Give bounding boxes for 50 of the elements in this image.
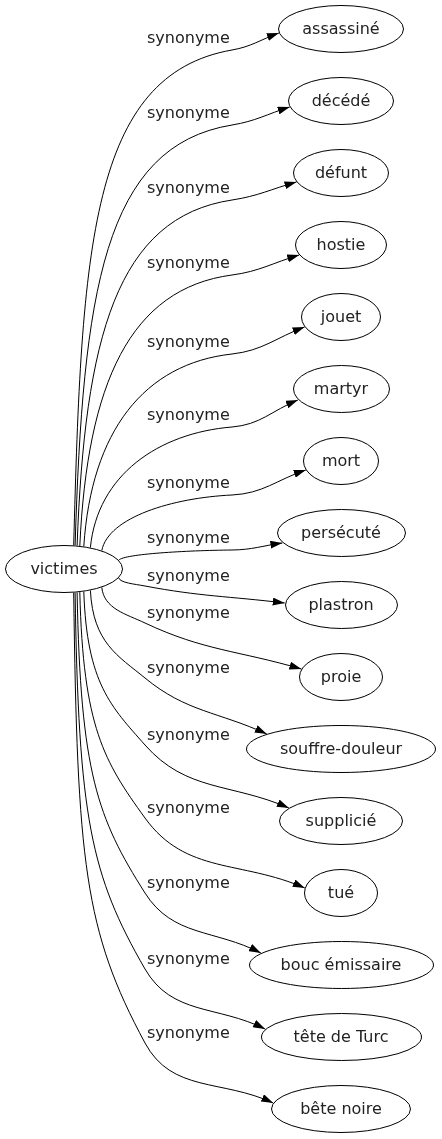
ellipse-node xyxy=(5,545,123,593)
ellipse-node xyxy=(301,293,381,341)
node-text: souffre-douleur xyxy=(279,740,403,758)
node-text: jouet xyxy=(320,308,362,326)
arrow xyxy=(89,399,299,548)
ellipse-node xyxy=(292,365,390,413)
node-text: décédé xyxy=(311,92,371,110)
node-text: assassiné xyxy=(302,20,380,38)
arrow xyxy=(73,592,274,1104)
arrow xyxy=(76,181,297,547)
ellipse-node xyxy=(293,149,389,197)
arrow xyxy=(101,586,302,670)
arrow xyxy=(79,591,306,889)
arrow xyxy=(101,469,307,552)
ellipse-node xyxy=(248,941,434,989)
ellipse-node xyxy=(279,797,403,845)
ellipse-node xyxy=(304,869,378,917)
arrow xyxy=(79,254,300,547)
node-text: proie xyxy=(320,668,362,686)
node-text: défunt xyxy=(314,164,368,182)
node-text: bouc émissaire xyxy=(280,956,402,974)
node-text: hostie xyxy=(316,236,366,254)
ellipse-node xyxy=(260,1013,422,1061)
node-text: plastron xyxy=(308,596,374,614)
arrow xyxy=(74,106,291,546)
ellipse-node xyxy=(284,581,398,629)
node-text: victimes xyxy=(30,560,98,578)
ellipse-node xyxy=(246,725,436,773)
arrow xyxy=(83,591,290,809)
arrow xyxy=(73,32,280,546)
ellipse-node xyxy=(288,77,394,125)
ellipse-node xyxy=(303,437,379,485)
node-text: tête de Turc xyxy=(293,1028,389,1046)
ellipse-node xyxy=(299,653,383,701)
arrow xyxy=(83,326,306,547)
node-text: persécuté xyxy=(301,524,381,542)
ellipse-node xyxy=(295,221,387,269)
node-text: mort xyxy=(321,452,361,470)
ellipse-node xyxy=(278,5,404,53)
ellipse-node xyxy=(276,509,406,557)
arrow xyxy=(118,540,283,561)
node-text: bête noire xyxy=(300,1100,382,1118)
arrow xyxy=(89,590,268,735)
node-text: supplicié xyxy=(305,812,377,830)
arrow xyxy=(118,577,286,606)
ellipse-node xyxy=(271,1085,411,1133)
arrow xyxy=(76,591,262,954)
node-text: tué xyxy=(327,884,355,902)
arrow xyxy=(74,592,266,1030)
node-text: martyr xyxy=(313,380,369,398)
